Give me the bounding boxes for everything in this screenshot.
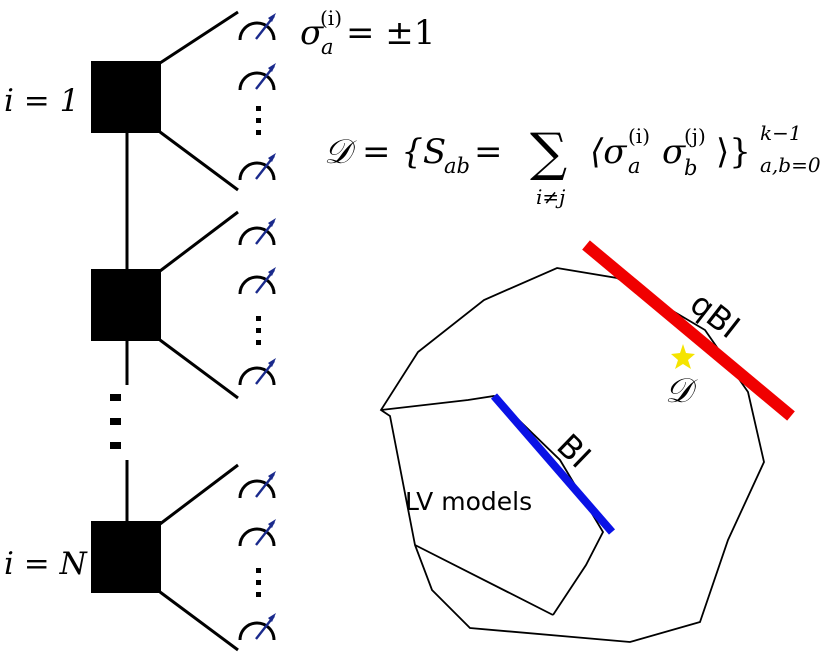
spin-equals: = ±1 xyxy=(346,13,435,53)
data-lhs-sub: ab xyxy=(444,154,470,178)
spin-subscript: a xyxy=(321,35,334,59)
site-label-last: i = N xyxy=(4,546,89,582)
meter-ellipsis xyxy=(256,568,261,597)
measurement-meter-icon xyxy=(238,469,278,500)
party-node-2 xyxy=(91,210,278,400)
lv-polytope-boundary xyxy=(380,395,605,616)
sum-symbol: ∑ xyxy=(530,123,567,183)
meter-ellipsis xyxy=(256,106,261,135)
corr-mid: σ xyxy=(662,132,686,172)
range-sub: a,b=0 xyxy=(760,153,821,177)
lv-polytope-edge xyxy=(414,544,554,616)
star-icon xyxy=(671,344,695,369)
corr-sup-j: (j) xyxy=(684,124,706,148)
party-node-icon xyxy=(91,61,161,133)
lv-models-label: LV models xyxy=(405,487,532,516)
data-point-label: 𝒟 xyxy=(665,371,698,411)
data-eq: = xyxy=(474,132,503,172)
measurement-meter-icon xyxy=(238,356,278,387)
spin-value-formula: σ a (i) = ±1 xyxy=(300,6,435,59)
party-node-n xyxy=(91,463,278,652)
spin-superscript: (i) xyxy=(320,6,342,30)
range-sup: k−1 xyxy=(760,121,802,145)
corr-sup-i: (i) xyxy=(628,124,650,148)
bi-facet-line xyxy=(490,393,616,535)
measurement-meter-icon xyxy=(238,265,278,296)
site-label-first: i = 1 xyxy=(4,83,79,119)
correlation-polytope xyxy=(379,240,795,643)
measurement-meter-icon xyxy=(238,517,278,548)
party-node-icon xyxy=(91,269,161,341)
measurement-meter-icon xyxy=(238,611,278,642)
qbi-facet-line xyxy=(582,240,795,421)
meter-ellipsis xyxy=(256,316,261,345)
measurement-meter-icon xyxy=(238,151,278,182)
corr-open: ⟨σ xyxy=(590,132,627,172)
measurement-meter-icon xyxy=(238,216,278,247)
corr-close: ⟩} xyxy=(716,132,751,172)
measurement-meter-icon xyxy=(238,61,278,92)
corr-sub-a: a xyxy=(628,154,641,178)
data-lhs: 𝒟 = {S xyxy=(324,132,446,172)
measurement-meter-icon xyxy=(238,11,278,42)
sum-subscript: i≠j xyxy=(536,185,565,209)
party-node-icon xyxy=(91,521,161,593)
data-definition-formula: 𝒟 = {S ab = ∑ i≠j ⟨σ a (i) σ b (j) ⟩} k−… xyxy=(324,121,821,209)
party-node-1 xyxy=(91,10,278,192)
chain-ellipsis xyxy=(110,394,121,449)
corr-sub-b: b xyxy=(684,156,697,180)
spin-symbol: σ xyxy=(300,13,324,53)
